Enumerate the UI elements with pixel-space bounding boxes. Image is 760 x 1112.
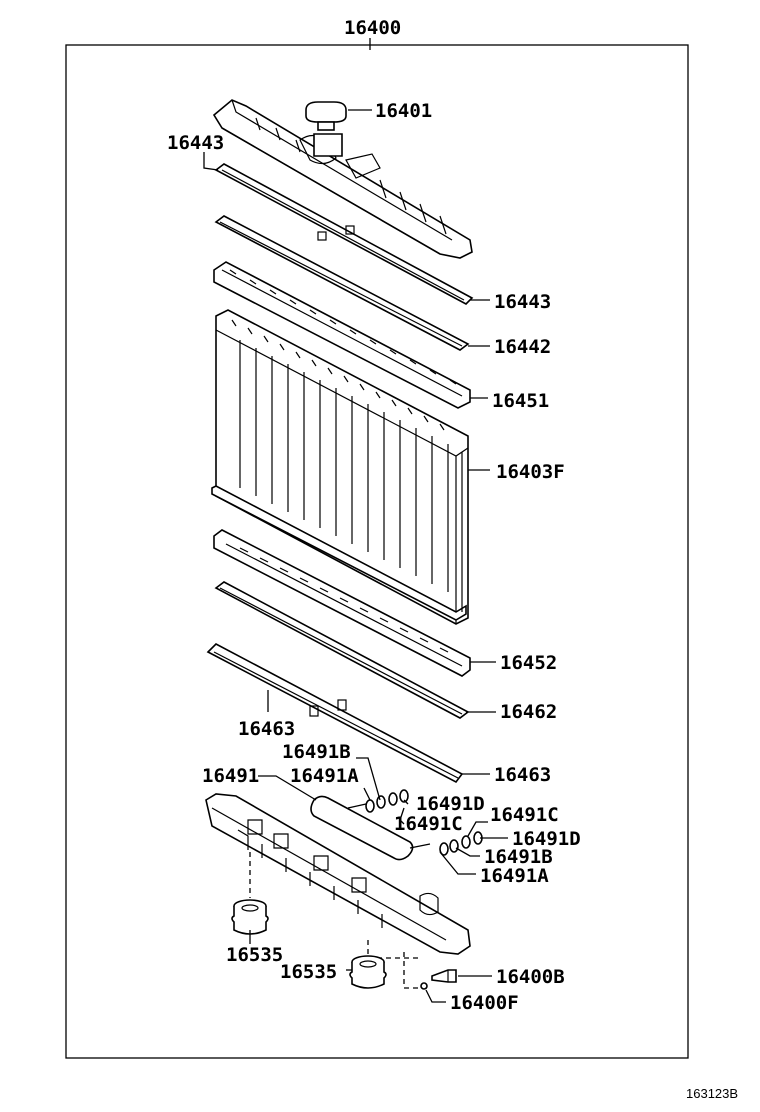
diagram-frame (65, 44, 689, 1059)
callout-16463-left: 16463 (238, 718, 295, 740)
callout-16401: 16401 (375, 100, 432, 122)
callout-16462: 16462 (500, 701, 557, 723)
callout-16463-right: 16463 (494, 764, 551, 786)
callout-16400b: 16400B (496, 966, 565, 988)
callout-16451: 16451 (492, 390, 549, 412)
upper-tank-gasket (214, 163, 474, 305)
callout-16400f: 16400F (450, 992, 519, 1014)
drain-cock (431, 969, 457, 983)
drain-plug (420, 982, 428, 990)
callout-16491c-right: 16491C (490, 804, 559, 826)
callout-16452: 16452 (500, 652, 557, 674)
mount-cushion-1 (231, 899, 269, 935)
lower-plate (213, 529, 471, 677)
callout-16491a-top: 16491A (290, 765, 359, 787)
assembly-number: 16400 (344, 17, 401, 39)
callout-16491b-bottom: 16491B (484, 846, 553, 868)
lower-tank (205, 793, 471, 989)
upper-plate (213, 261, 471, 409)
oil-cooler (310, 795, 431, 861)
reference-code: 163123B (686, 1086, 738, 1101)
callout-16535-right: 16535 (280, 961, 337, 983)
callout-16443-right: 16443 (494, 291, 551, 313)
radiator-core (211, 309, 469, 625)
callout-16491d-top: 16491D (416, 793, 485, 815)
callout-16491: 16491 (202, 765, 259, 787)
mount-cushion-2 (349, 955, 387, 989)
callout-16442: 16442 (494, 336, 551, 358)
callout-16491c-left: 16491C (394, 813, 463, 835)
callout-16403f: 16403F (496, 461, 565, 483)
callout-16491b-top: 16491B (282, 741, 351, 763)
callout-16535-left: 16535 (226, 944, 283, 966)
cooler-washers (365, 789, 483, 856)
upper-seal (214, 215, 470, 351)
callout-16491a-bottom: 16491A (480, 865, 549, 887)
upper-tank (212, 99, 473, 259)
callout-16491d-right: 16491D (512, 828, 581, 850)
callout-16443-upper-left: 16443 (167, 132, 224, 154)
radiator-cap (305, 101, 347, 131)
